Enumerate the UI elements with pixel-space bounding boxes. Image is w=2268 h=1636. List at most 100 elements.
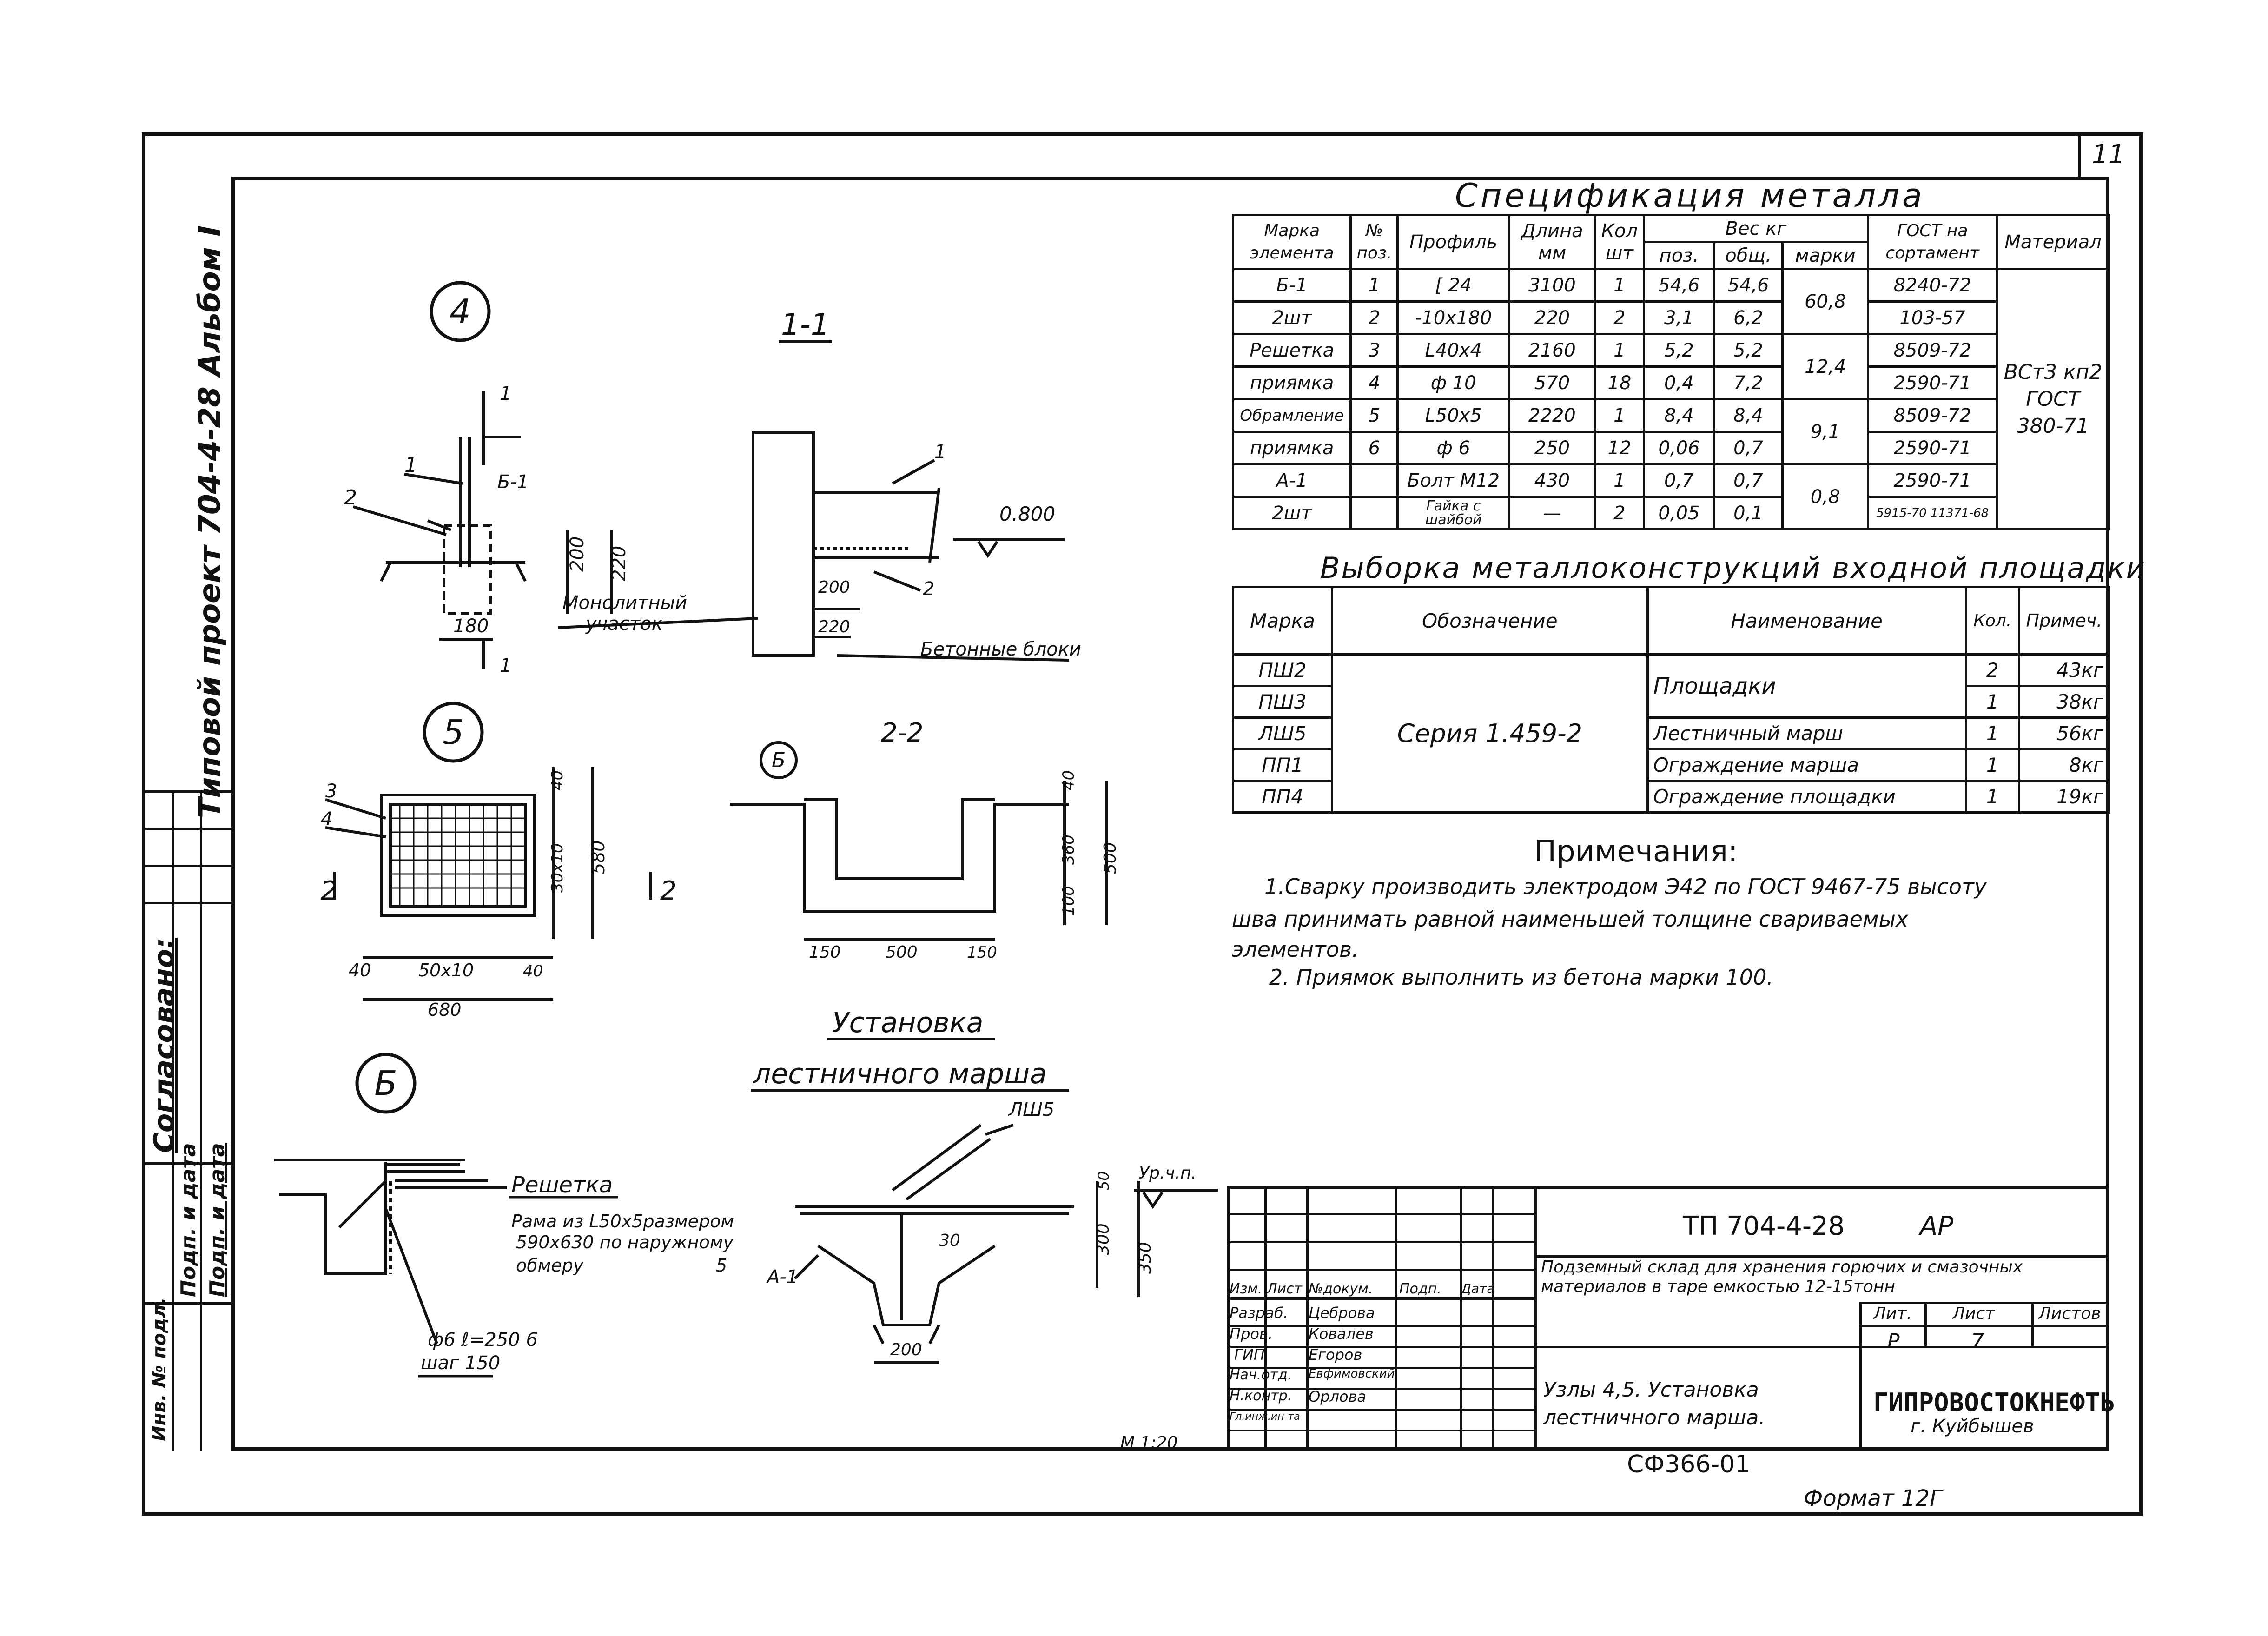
s11-mark-1: 1: [934, 441, 946, 463]
spec-h-profile: Профиль: [1396, 214, 1510, 270]
stair-mark-lsh5: ЛШ5: [1008, 1099, 1054, 1120]
table-row: ПШ2 Серия 1.459-2 Площадки 2 43кг: [1231, 653, 2111, 814]
stamp-col-sign: Подп.: [1399, 1281, 1441, 1297]
s22-dim-360: 360: [1059, 835, 1078, 865]
node-b-label: Б: [374, 1064, 397, 1103]
stamp-sheet-label: Лист: [1952, 1304, 1995, 1323]
n5-dim-680: 680: [428, 1000, 462, 1020]
node-5-grid: [325, 767, 652, 1001]
stamp-name-4: Орлова: [1309, 1388, 1366, 1405]
nb-rod-2: шаг 150: [421, 1352, 500, 1374]
left-strip-hline-1: [142, 828, 231, 830]
node-b-sketch: [274, 1159, 507, 1345]
sheet-inner-border: [231, 177, 2109, 1451]
stamp-code: ТП 704-4-28: [1683, 1211, 1845, 1241]
table-row: Обрамление 5 L50х5 2220 1 8,4 8,4 9,1 85…: [1231, 398, 2109, 465]
spec-h-weight: Вес кг: [1642, 214, 1870, 243]
stamp-col-list: Лист: [1267, 1281, 1303, 1297]
stamp-col-izm: Изм.: [1230, 1281, 1263, 1297]
stamp-col-doc: №докум.: [1309, 1281, 1373, 1297]
stamp-lit-label: Лит.: [1873, 1304, 1912, 1323]
spec-h-gost: ГОСТ на сортамент: [1867, 214, 1998, 270]
note-1-line-1: 1.Сварку производить электродом Э42 по Г…: [1264, 874, 1987, 899]
stamp-right-hline-1: [1534, 1255, 2109, 1258]
stamp-city: г. Куйбышев: [1911, 1416, 2034, 1437]
stamp-sheet: 7: [1971, 1330, 1984, 1353]
s11-level: 0.800: [999, 503, 1055, 525]
sheet-number: 11: [2092, 139, 2125, 170]
node-4-circle: [430, 281, 491, 342]
nb-grid-label: Решетка: [511, 1172, 613, 1198]
stamp-org: ГИПРОВОСТОКНЕФТЬ: [1873, 1388, 2116, 1417]
nb-frame-pos: 5: [716, 1255, 727, 1276]
n5-dim-40-right: 40: [523, 962, 543, 980]
stamp-drawing-title: Узлы 4,5. Установка лестничного марша.: [1543, 1378, 1765, 1430]
spec-h-length: Длина мм: [1508, 214, 1597, 270]
n4-mark-1-bottom: 1: [500, 655, 511, 676]
left-strip-table: [142, 790, 231, 1451]
nb-frame-2: 590х630 по наружному: [516, 1232, 734, 1252]
stair-title-2: лестничного марша: [753, 1058, 1047, 1090]
stamp-inventory: СФ366-01: [1627, 1451, 1751, 1478]
spec-h-wpos: поз.: [1642, 241, 1716, 270]
left-strip-hline-2: [142, 865, 231, 867]
nb-rod-1: ф6 ℓ=250 6: [428, 1329, 538, 1351]
s22-dim-40: 40: [1059, 770, 1078, 790]
stamp-object: Подземный склад для хранения горючих и с…: [1541, 1258, 2023, 1296]
s22-dim-500-v: 500: [1101, 842, 1120, 874]
n4-mark-2: 2: [344, 486, 357, 510]
spec-title: Спецификация металла: [1455, 177, 1925, 215]
stamp-role-0: Разраб.: [1230, 1304, 1288, 1322]
n5-dim-50x10: 50x10: [418, 960, 474, 980]
note-1-line-3: элементов.: [1232, 937, 1359, 962]
spec-h-pos: № поз.: [1349, 214, 1399, 270]
notes-title: Примечания:: [1534, 835, 1738, 869]
n4-dim-180: 180: [453, 616, 489, 637]
spec-h-material: Материал: [1996, 214, 2110, 270]
section-22-title: 2-2: [881, 718, 923, 748]
sel-series: Серия 1.459-2: [1331, 653, 1649, 814]
section-22-sketch: [730, 741, 1108, 941]
table-row: приямка 6 ф 6 250 12 0,06 0,7 2590-71: [1231, 431, 2109, 465]
selection-table: Марка Обозначение Наименование Кол. Прим…: [1231, 586, 2111, 814]
spec-material: ВСт3 кп2 ГОСТ 380-71: [1996, 268, 2110, 530]
title-block: [1227, 1186, 2109, 1451]
stamp-name-1: Ковалев: [1309, 1325, 1374, 1343]
s22-dim-150-right: 150: [967, 943, 997, 962]
s11-blocks: Бетонные блоки: [920, 639, 1081, 660]
n5-section-right: 2: [660, 876, 677, 906]
section-11-title: 1-1: [781, 308, 830, 342]
node-4-label: 4: [450, 292, 471, 331]
table-row: ПП1 Ограждение марша 1 8кг: [1231, 748, 2111, 782]
note-1-line-2: шва принимать равной наименьшей толщине …: [1232, 907, 1909, 932]
stamp-grid: [1227, 1186, 1537, 1451]
stamp-right-hline-3: [1859, 1302, 2109, 1304]
stair-dim-350: 350: [1136, 1242, 1155, 1274]
selection-title: Выборка металлоконструкций входной площа…: [1320, 551, 2147, 585]
section-11-sketch: [557, 431, 1070, 662]
stamp-role-1: Пров.: [1230, 1325, 1273, 1343]
stamp-name-2: Егоров: [1309, 1346, 1362, 1364]
nb-frame-3: обмеру: [516, 1255, 584, 1276]
stair-anchor: А-1: [766, 1266, 798, 1288]
sheet-outer-border: [142, 132, 2143, 1516]
stamp-right-vline-1: [1859, 1302, 1862, 1451]
stamp-name-0: Цеброва: [1309, 1304, 1375, 1322]
table-row: Решетка 3 L40х4 2160 1 5,2 5,2 12,4 8509…: [1231, 333, 2109, 400]
stair-sketch: [793, 1124, 1218, 1364]
scale-label: М 1:20: [1120, 1433, 1177, 1452]
n5-dim-580: 580: [588, 840, 608, 874]
s22-dim-500-h: 500: [886, 943, 918, 962]
stamp-format: Формат 12Г: [1804, 1485, 1942, 1511]
stair-title-1: Установка: [832, 1007, 984, 1039]
sel-platforms: Площадки: [1646, 653, 1967, 719]
sel-h-name: Наименование: [1646, 586, 1967, 656]
s11-mark-2: 2: [923, 578, 934, 600]
table-row: 2шт Гайка с шайбой — 2 0,05 0,1 5915-70 …: [1231, 496, 2109, 530]
n5-mark-3: 3: [325, 781, 337, 802]
sel-h-mark: Марка: [1231, 586, 1334, 656]
s11-monolith-2: участок: [585, 613, 663, 635]
stair-angle: 30: [939, 1231, 960, 1250]
n4-mark-1: 1: [404, 453, 417, 477]
node-b-circle: [355, 1053, 417, 1114]
